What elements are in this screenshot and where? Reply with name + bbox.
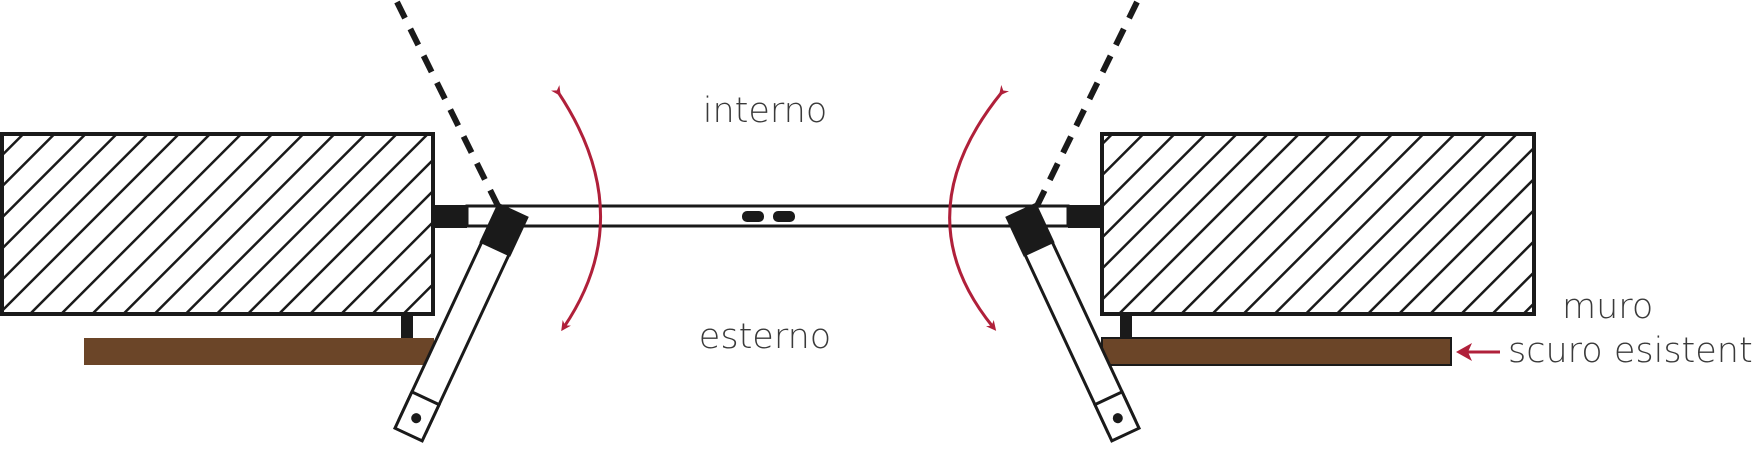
left-swing-arrow-icon <box>551 85 603 332</box>
right-existing-shutter <box>1101 337 1452 366</box>
left-wall <box>0 132 435 316</box>
right-frame-block <box>1068 205 1102 228</box>
left-bracket <box>401 314 413 338</box>
label-interno: interno <box>703 91 828 131</box>
right-pivot-icon <box>1112 413 1123 424</box>
window-sash-closed <box>465 204 1070 228</box>
label-scuro-esistente: scuro esistente <box>1508 331 1753 371</box>
right-dashed-swing-line <box>1032 0 1140 212</box>
left-dashed-swing-line <box>394 0 503 212</box>
left-open-sash <box>392 202 529 443</box>
left-existing-shutter <box>84 338 434 365</box>
shutter-pointer-arrowhead <box>1456 343 1472 361</box>
right-open-sash <box>1005 202 1142 443</box>
handle-right <box>773 211 795 222</box>
label-muro: muro <box>1562 287 1653 327</box>
label-esterno: esterno <box>699 317 831 357</box>
handle-left <box>742 211 764 222</box>
right-swing-arrow-icon <box>948 84 1010 331</box>
right-bracket <box>1120 314 1132 338</box>
left-pivot-icon <box>411 413 422 424</box>
right-wall <box>1100 132 1536 316</box>
left-frame-block <box>433 205 467 228</box>
